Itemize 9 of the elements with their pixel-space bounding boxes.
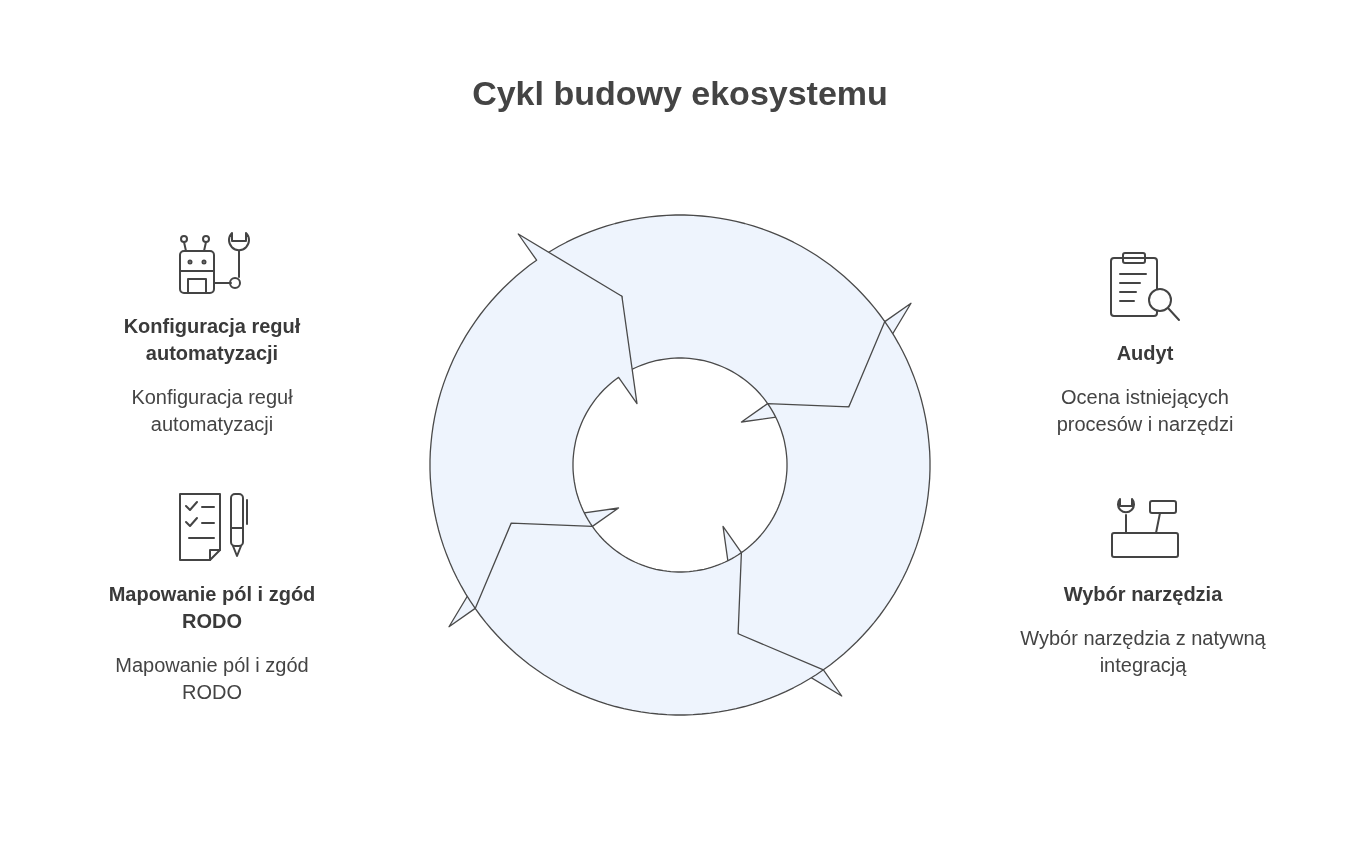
step-heading: Audyt bbox=[1115, 341, 1175, 366]
step-description: Ocena istniejących procesów i narzędzi bbox=[1055, 385, 1235, 437]
step-description: Konfiguracja reguł automatyzacji bbox=[130, 385, 294, 437]
step-heading: Wybór narzędzia bbox=[1062, 582, 1224, 607]
step-heading: Mapowanie pól i zgód RODO bbox=[107, 582, 317, 634]
step-description: Mapowanie pól i zgód RODO bbox=[114, 653, 310, 705]
title: Cykl budowy ekosystemu bbox=[471, 74, 889, 113]
step-heading: Konfiguracja reguł automatyzacji bbox=[122, 314, 302, 366]
step-description: Wybór narzędzia z natywną integracją bbox=[1019, 626, 1267, 678]
